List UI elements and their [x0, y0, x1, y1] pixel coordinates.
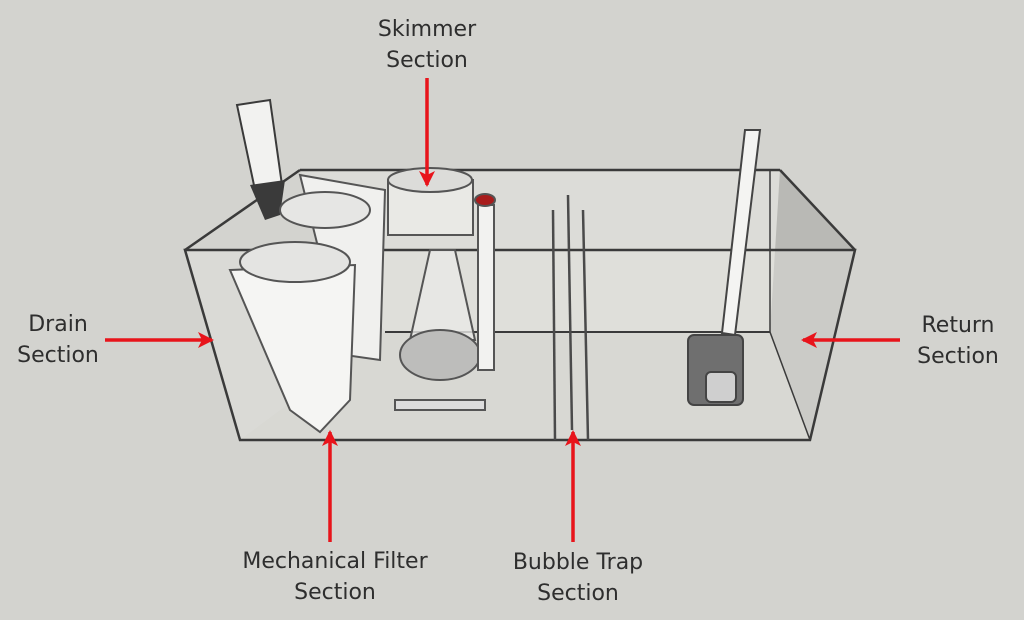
label-line: Section [17, 343, 99, 368]
label-line: Section [294, 580, 376, 605]
arrows [105, 78, 900, 542]
mechanical-filter-section-label: Mechanical Filter Section [242, 546, 427, 608]
bubble-trap-baffles [551, 194, 590, 441]
label-line: Section [917, 344, 999, 369]
bubble-trap-section-label: Bubble Trap Section [513, 547, 643, 609]
filter-socks [228, 173, 387, 434]
protein-skimmer [387, 167, 496, 411]
label-line: Section [386, 48, 468, 73]
label-line: Skimmer [377, 17, 477, 42]
label-line: Mechanical Filter [242, 549, 428, 574]
label-line: Bubble Trap [512, 550, 644, 575]
return-section-label: Return Section [917, 310, 999, 372]
label-line: Section [537, 581, 619, 606]
label-line: Return [921, 313, 995, 338]
drain-pipe [235, 98, 285, 220]
return-pump [687, 129, 762, 406]
drain-section-label: Drain Section [17, 309, 99, 371]
skimmer-section-label: Skimmer Section [378, 14, 476, 76]
label-line: Drain [28, 312, 88, 337]
